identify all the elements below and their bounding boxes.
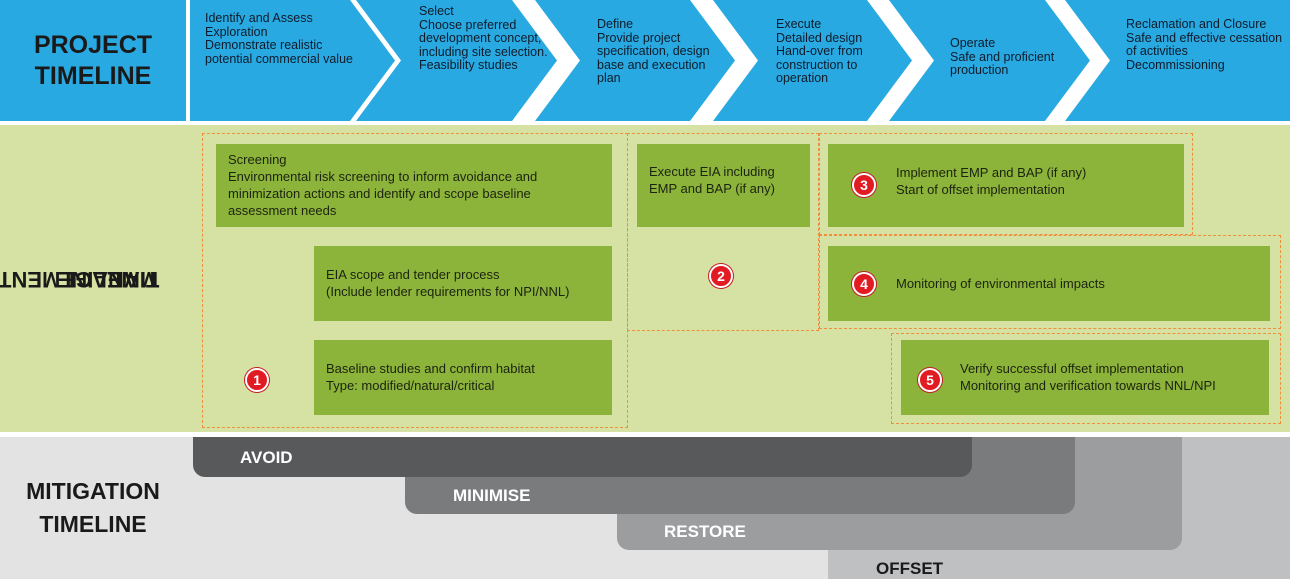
mitigation-label-line2: TIMELINE <box>39 511 147 537</box>
phase-3-title: Define <box>597 17 634 31</box>
badge-3: 3 <box>852 173 876 197</box>
phase-2-title: Select <box>419 4 454 18</box>
baseline-box: Baseline studies and confirm habitat Typ… <box>314 340 612 415</box>
phase-4: Execute Detailed design Hand-over from c… <box>776 17 891 86</box>
badge-4: 4 <box>852 272 876 296</box>
phase-1: Identify and Assess Exploration Demonstr… <box>205 11 355 66</box>
phase-2-text: Choose preferred development concept, in… <box>419 17 548 72</box>
monitoring-text: Monitoring of environmental impacts <box>896 276 1105 291</box>
project-label-line2: TIMELINE <box>34 61 152 90</box>
implement-line1: Implement EMP and BAP (if any) <box>896 165 1087 180</box>
minimise-label: MINIMISE <box>453 486 531 505</box>
project-label-line1: PROJECT <box>33 30 153 59</box>
screening-text: Environmental risk screening to inform a… <box>228 169 538 218</box>
management-timeline-label: MANAGEMENT TIMELINE <box>0 125 186 432</box>
phase-6-title: Reclamation and Closure <box>1126 17 1267 31</box>
phase-arrow-1 <box>190 0 395 121</box>
group-outline-5 <box>891 333 1281 424</box>
avoid-label: AVOID <box>240 448 293 467</box>
group-outline-2 <box>627 133 819 331</box>
phase-1-title: Identify and Assess Exploration <box>205 11 313 39</box>
implement-box: Implement EMP and BAP (if any) Start of … <box>828 144 1184 227</box>
phase-arrow-5 <box>889 0 1090 121</box>
verify-box: Verify successful offset implementation … <box>901 340 1269 415</box>
avoid-band <box>193 437 972 477</box>
phase-5: Operate Safe and proficient production <box>950 36 1055 78</box>
badge-2: 2 <box>709 264 733 288</box>
group-outline-3 <box>819 133 1193 235</box>
phase-5-text: Safe and proficient production <box>950 49 1055 77</box>
phase-6: Reclamation and Closure Safe and effecti… <box>1126 17 1286 72</box>
phase-6-text: Safe and effective cessation of activiti… <box>1126 30 1283 72</box>
phase-2: Select Choose preferred development conc… <box>419 4 549 73</box>
mitigation-timeline-label: MITIGATION TIMELINE <box>0 437 186 579</box>
phase-4-text: Detailed design Hand-over from construct… <box>776 30 863 85</box>
phase-3-text: Provide project specification, design ba… <box>597 30 710 85</box>
screening-box: Screening Environmental risk screening t… <box>216 144 612 227</box>
management-label-line2: TIMELINE <box>56 266 160 292</box>
baseline-line2: Type: modified/natural/critical <box>326 378 495 393</box>
eia-scope-line2: (Include lender requirements for NPI/NNL… <box>326 284 570 299</box>
phase-arrow-3 <box>535 0 735 121</box>
badge-1: 1 <box>245 368 269 392</box>
phase-1-text: Demonstrate realistic potential commerci… <box>205 38 353 66</box>
execute-eia-box: Execute EIA including EMP and BAP (if an… <box>637 144 810 227</box>
group-outline-4 <box>819 235 1281 329</box>
eia-scope-box: EIA scope and tender process (Include le… <box>314 246 612 321</box>
execute-eia-text: Execute EIA including EMP and BAP (if an… <box>649 164 775 196</box>
phase-4-title: Execute <box>776 17 822 31</box>
verify-line2: Monitoring and verification towards NNL/… <box>960 378 1216 393</box>
badge-5: 5 <box>918 368 942 392</box>
eia-scope-line1: EIA scope and tender process <box>326 267 500 282</box>
project-timeline-label: PROJECT TIMELINE <box>0 0 186 121</box>
phase-arrow-4 <box>713 0 912 121</box>
offset-label: OFFSET <box>876 559 944 578</box>
phase-5-title: Operate <box>950 36 996 50</box>
monitoring-box: Monitoring of environmental impacts <box>828 246 1270 321</box>
restore-label: RESTORE <box>664 522 746 541</box>
implement-line2: Start of offset implementation <box>896 182 1065 197</box>
mitigation-label-line1: MITIGATION <box>26 478 160 504</box>
baseline-line1: Baseline studies and confirm habitat <box>326 361 535 376</box>
phase-arrows <box>190 0 1290 121</box>
phase-arrow-6 <box>1065 0 1290 121</box>
verify-line1: Verify successful offset implementation <box>960 361 1184 376</box>
phase-3: Define Provide project specification, de… <box>597 17 732 86</box>
screening-title: Screening <box>228 152 287 167</box>
phase-arrow-2 <box>356 0 557 121</box>
